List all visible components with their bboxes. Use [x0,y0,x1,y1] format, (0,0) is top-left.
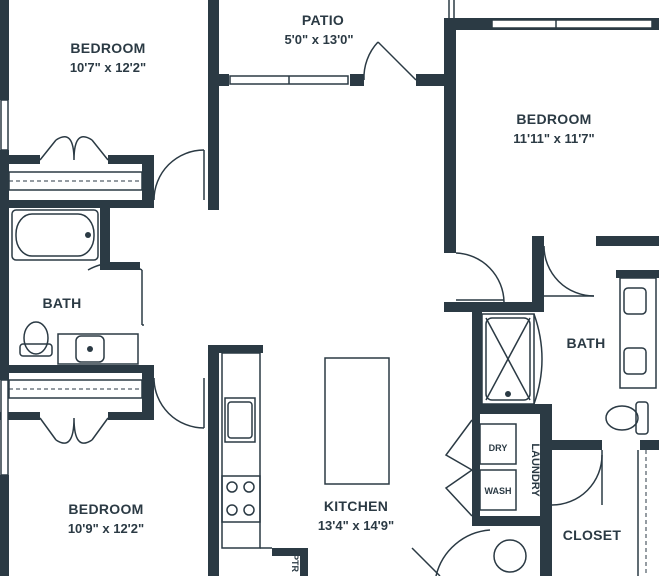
wall-bath-lower-right [142,365,154,420]
kitchen-dims: 13'4" x 14'9" [318,518,394,533]
wall-bath-top [0,200,154,208]
kitchen-counter [221,352,261,549]
wall-patio-left-stub [219,74,229,86]
patio-dims: 5'0" x 13'0" [284,32,353,47]
wall-central-lower [208,345,219,576]
window-bed3-left [0,379,9,476]
shower [481,313,535,405]
vanity-right [619,277,657,389]
wall-shower-left [472,312,482,412]
labels: PATIO 5'0" x 13'0" BEDROOM 10'7" x 12'2"… [42,12,621,573]
dryer-label: DRY [489,443,508,453]
laundry-label: LAUNDRY [529,443,541,497]
wall-bed3-top-a [0,412,40,420]
bathtub [11,209,99,261]
pantry-label: PTR [290,554,300,573]
wall-bath-divider-h [100,262,140,270]
wall-bath2-left [532,236,544,310]
wall-closet-top-b [640,440,659,450]
wall-kitchen-counter-top [219,345,263,353]
vanity-left [57,333,139,365]
window-bedroom-right [491,19,653,29]
wall-bath-bottom [0,365,154,373]
wall-bed3-top-b [108,412,154,420]
wall-patio-right-stub [350,74,364,86]
bath-right-label: BATH [566,335,605,351]
kitchen-island [324,357,390,485]
wall-left-mid [0,150,9,380]
wall-left-lower [0,475,9,576]
wall-bath-divider [100,208,110,266]
doors [39,41,603,576]
water-heater [493,539,527,573]
wall-laundry-left [472,412,480,522]
fixtures [8,171,657,576]
wall-closet-top [552,440,602,450]
toilet-left [23,321,49,355]
wall-pantry-top [272,548,306,556]
wall-central-upper [208,0,219,210]
toilet-right [605,405,639,431]
bedroom-bottom-left-label: BEDROOM [68,501,143,517]
washer [479,469,517,511]
wall-laundry-bottom [472,516,552,526]
dryer [479,423,517,465]
bedroom-right-label: BEDROOM [516,111,591,127]
wall-shower-bottom [472,404,552,414]
wall-bed2-left [444,18,456,253]
wall-left-upper [0,0,9,100]
washer-label: WASH [485,486,512,496]
bedroom-right-dims: 11'11" x 11'7" [513,131,594,146]
wall-pantry-right [300,548,308,576]
window-bed1-left [0,99,9,151]
door-patio [377,41,417,81]
patio-label: PATIO [302,12,344,28]
wall-bed1-bottom-b [108,155,154,164]
kitchen-label: KITCHEN [324,498,388,514]
kitchen-sink [224,397,256,443]
wall-vanity-top [616,270,659,278]
bedroom-top-left-dims: 10'7" x 12'2" [70,60,146,75]
bedroom-top-left-label: BEDROOM [70,40,145,56]
stove [221,475,261,523]
bedroom-bottom-left-dims: 10'9" x 12'2" [68,521,144,536]
windows [0,0,653,476]
wall-bath2-top [596,236,659,246]
wall-bath-upper-right [142,155,154,205]
wall-shower-top [444,302,544,312]
wall-bed1-bottom-a [0,155,40,164]
bath-left-label: BATH [42,295,81,311]
wall-laundry-right [540,404,552,576]
closet-label: CLOSET [563,527,622,543]
wall-patio-right-b [416,74,446,86]
